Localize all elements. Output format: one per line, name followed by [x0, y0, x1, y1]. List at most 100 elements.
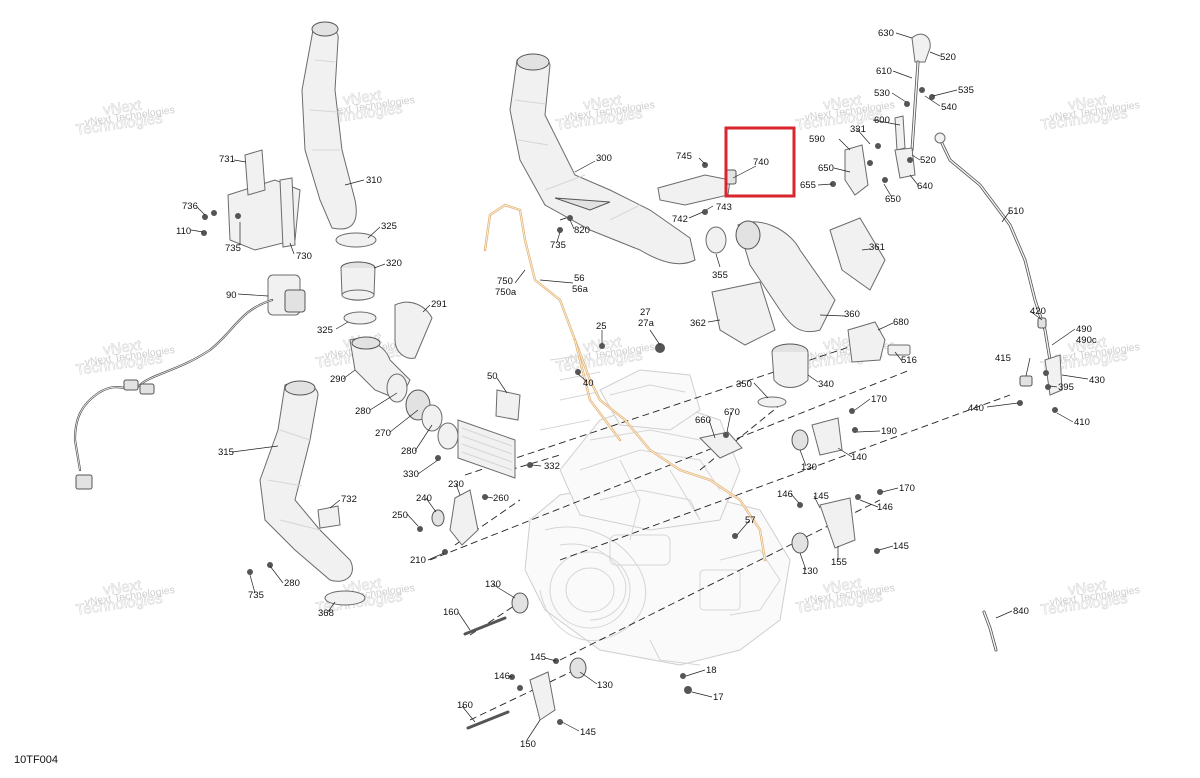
part-label[interactable]: 355	[712, 270, 728, 281]
part-label[interactable]: 516	[901, 355, 917, 366]
part-label[interactable]: 110	[176, 226, 191, 237]
part-label[interactable]: 535	[958, 85, 974, 96]
part-label[interactable]: 362	[690, 318, 706, 329]
part-label[interactable]: 190	[881, 426, 897, 437]
part-label[interactable]: 735	[225, 243, 241, 254]
part-label[interactable]: 130	[802, 566, 818, 577]
part-label[interactable]: 640	[917, 181, 933, 192]
part-label[interactable]: 325	[381, 221, 397, 232]
part-label[interactable]: 146	[777, 489, 793, 500]
part-label[interactable]: 360	[844, 309, 860, 320]
part-label[interactable]: 490c	[1076, 335, 1097, 346]
part-label[interactable]: 160	[443, 607, 459, 618]
part-label[interactable]: 600	[874, 115, 890, 126]
part-label[interactable]: 736	[182, 201, 198, 212]
part-label[interactable]: 145	[530, 652, 546, 663]
part-label[interactable]: 490	[1076, 324, 1092, 335]
part-label[interactable]: 325	[317, 325, 333, 336]
part-label[interactable]: 670	[724, 407, 740, 418]
part-label[interactable]: 395	[1058, 382, 1074, 393]
part-label[interactable]: 260	[493, 493, 509, 504]
part-label[interactable]: 731	[219, 154, 235, 165]
part-label[interactable]: 332	[544, 461, 560, 472]
part-label[interactable]: 130	[801, 462, 817, 473]
part-label[interactable]: 270	[375, 428, 391, 439]
part-label[interactable]: 145	[893, 541, 909, 552]
part-label[interactable]: 56	[574, 273, 585, 284]
part-label[interactable]: 655	[800, 180, 816, 191]
part-label[interactable]: 140	[851, 452, 867, 463]
part-label[interactable]: 510	[1008, 206, 1024, 217]
part-label[interactable]: 90	[226, 290, 237, 301]
part-label[interactable]: 150	[520, 739, 536, 750]
part-label[interactable]: 650	[885, 194, 901, 205]
part-label[interactable]: 27	[640, 307, 651, 318]
part-label[interactable]: 530	[874, 88, 890, 99]
part-label[interactable]: 280	[284, 578, 300, 589]
part-label[interactable]: 18	[706, 665, 717, 676]
part-label[interactable]: 146	[877, 502, 893, 513]
part-label[interactable]: 146	[494, 671, 510, 682]
part-label[interactable]: 310	[366, 175, 382, 186]
part-label[interactable]: 291	[431, 299, 447, 310]
part-label[interactable]: 57	[745, 515, 756, 526]
part-label[interactable]: 660	[695, 415, 711, 426]
part-label[interactable]: 520	[920, 155, 936, 166]
part-label[interactable]: 290	[330, 374, 346, 385]
part-label[interactable]: 160	[457, 700, 473, 711]
part-label[interactable]: 315	[218, 447, 234, 458]
part-label[interactable]: 742	[672, 214, 688, 225]
part-label[interactable]: 130	[597, 680, 613, 691]
part-label[interactable]: 350	[736, 379, 752, 390]
part-label[interactable]: 430	[1089, 375, 1105, 386]
part-label[interactable]: 155	[831, 557, 847, 568]
part-label[interactable]: 40	[583, 378, 594, 389]
part-label[interactable]: 210	[410, 555, 426, 566]
part-label[interactable]: 330	[403, 469, 419, 480]
part-label[interactable]: 50	[487, 371, 498, 382]
part-label[interactable]: 170	[899, 483, 915, 494]
part-label[interactable]: 240	[416, 493, 432, 504]
part-label[interactable]: 25	[596, 321, 607, 332]
part-label[interactable]: 732	[341, 494, 357, 505]
part-label[interactable]: 520	[940, 52, 956, 63]
part-label[interactable]: 280	[355, 406, 371, 417]
part-label[interactable]: 680	[893, 317, 909, 328]
part-label[interactable]: 145	[580, 727, 596, 738]
part-label[interactable]: 840	[1013, 606, 1029, 617]
svg-text:vNext: vNext	[102, 577, 143, 599]
part-label[interactable]: 331	[850, 124, 866, 135]
part-label[interactable]: 735	[550, 240, 566, 251]
part-label[interactable]: 130	[485, 579, 501, 590]
part-label[interactable]: 420	[1030, 306, 1046, 317]
part-label[interactable]: 745	[676, 151, 692, 162]
part-label[interactable]: 170	[871, 394, 887, 405]
part-label[interactable]: 230	[448, 479, 464, 490]
part-label[interactable]: 440	[968, 403, 984, 414]
part-label[interactable]: 56a	[572, 284, 589, 295]
part-label[interactable]: 17	[713, 692, 724, 703]
part-label[interactable]: 300	[596, 153, 612, 164]
part-label[interactable]: 280	[401, 446, 417, 457]
part-label[interactable]: 740	[753, 157, 769, 168]
part-label[interactable]: 320	[386, 258, 402, 269]
part-label[interactable]: 820	[574, 225, 590, 236]
part-label[interactable]: 540	[941, 102, 957, 113]
part-label[interactable]: 27a	[638, 318, 655, 329]
part-label[interactable]: 415	[995, 353, 1011, 364]
part-label[interactable]: 650	[818, 163, 834, 174]
part-label[interactable]: 250	[392, 510, 408, 521]
part-label[interactable]: 743	[716, 202, 732, 213]
part-label[interactable]: 368	[318, 608, 334, 619]
part-label[interactable]: 590	[809, 134, 825, 145]
part-label[interactable]: 750	[497, 276, 513, 287]
part-label[interactable]: 340	[818, 379, 834, 390]
part-label[interactable]: 750a	[495, 287, 517, 298]
part-label[interactable]: 361	[869, 242, 885, 253]
part-label[interactable]: 410	[1074, 417, 1090, 428]
part-label[interactable]: 735	[248, 590, 264, 601]
part-label[interactable]: 730	[296, 251, 312, 262]
part-label[interactable]: 630	[878, 28, 894, 39]
part-label[interactable]: 610	[876, 66, 892, 77]
part-label[interactable]: 145	[813, 491, 829, 502]
